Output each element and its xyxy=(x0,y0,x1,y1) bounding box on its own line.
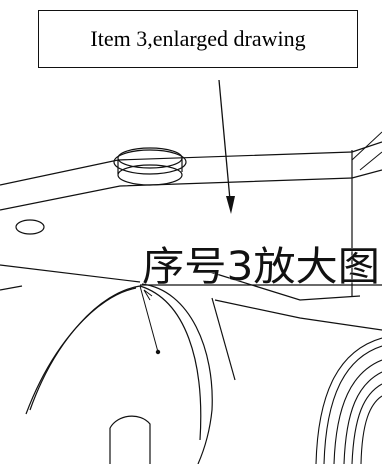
annotation-text-cn: 序号3放大图 xyxy=(142,244,380,290)
callout-label-box: Item 3,enlarged drawing xyxy=(38,10,358,68)
housing-outline xyxy=(0,141,382,381)
shaft xyxy=(109,415,151,464)
flange-arcs xyxy=(315,337,382,464)
mounting-hole xyxy=(15,219,45,235)
edge-lines xyxy=(351,131,382,171)
boss-knob xyxy=(113,147,187,186)
disc-washer xyxy=(25,283,213,464)
callout-label-text: Item 3,enlarged drawing xyxy=(90,26,306,51)
leader-arrow xyxy=(218,79,235,214)
